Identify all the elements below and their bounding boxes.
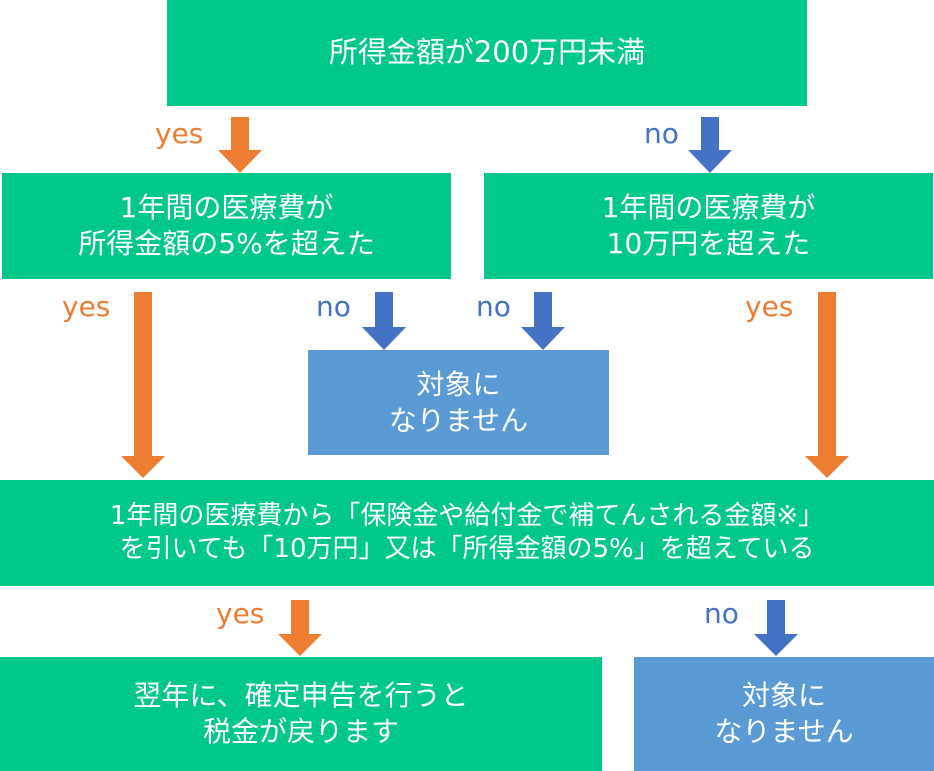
- label-top-yes: yes: [155, 117, 204, 150]
- node-tax-refund-result: 翌年に、確定申告を行うと 税金が戻ります: [0, 657, 602, 771]
- arrow-left-no: [362, 292, 406, 350]
- label-left-no: no: [316, 290, 351, 323]
- node-text-line: 1年間の医療費が: [119, 191, 334, 225]
- label-right-yes: yes: [745, 290, 794, 323]
- node-text-line: なりません: [388, 403, 529, 437]
- label-main-no: no: [704, 597, 739, 630]
- node-medical-over-5pct: 1年間の医療費が 所得金額の5%を超えた: [2, 173, 451, 279]
- node-not-eligible-bottom: 対象に なりません: [634, 657, 934, 771]
- arrow-top-yes: [218, 117, 262, 173]
- node-text-line: なりません: [714, 715, 854, 748]
- arrow-right-no: [521, 292, 565, 350]
- node-text-line: 対象に: [741, 679, 826, 713]
- label-top-no: no: [644, 117, 679, 150]
- node-medical-over-100k: 1年間の医療費が 10万円を超えた: [484, 173, 933, 279]
- node-text-line: 1年間の医療費から「保険金や給付金で補てんされる金額※」: [109, 500, 825, 531]
- node-text-line: を引いても「10万円」又は「所得金額の5%」を超えている: [119, 534, 815, 564]
- node-text-line: 税金が戻ります: [202, 715, 399, 748]
- node-not-eligible-mid: 対象に なりません: [308, 350, 609, 455]
- label-left-yes: yes: [62, 290, 111, 323]
- arrow-right-yes: [805, 292, 849, 478]
- node-text-line: 所得金額の5%を超えた: [78, 227, 375, 260]
- arrow-main-no: [754, 600, 798, 656]
- arrow-left-yes: [121, 292, 165, 478]
- node-text-line: 10万円を超えた: [606, 227, 811, 260]
- node-income-under-2m: 所得金額が200万円未満: [167, 0, 807, 106]
- node-text-line: 翌年に、確定申告を行うと: [133, 679, 469, 713]
- arrow-top-no: [688, 117, 732, 173]
- node-net-medical-exceeds: 1年間の医療費から「保険金や給付金で補てんされる金額※」 を引いても「10万円」…: [0, 480, 934, 586]
- node-text-line: 1年間の医療費が: [601, 191, 816, 225]
- node-text-line: 対象に: [416, 367, 501, 401]
- node-text-line: 所得金額が200万円未満: [328, 35, 646, 70]
- label-main-yes: yes: [216, 597, 265, 630]
- arrow-main-yes: [278, 600, 322, 656]
- label-right-no: no: [476, 290, 511, 323]
